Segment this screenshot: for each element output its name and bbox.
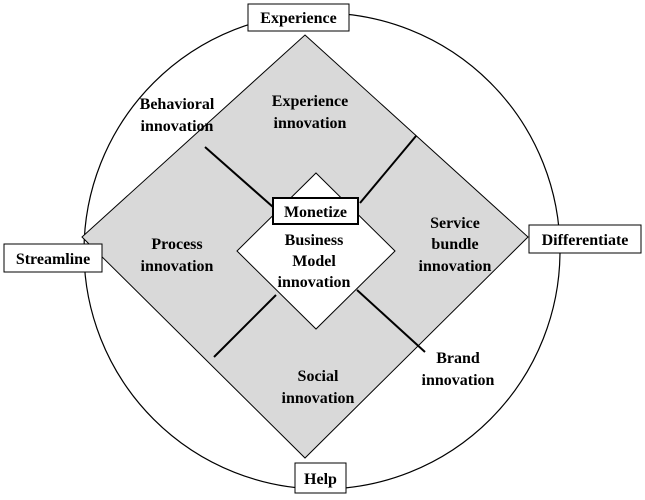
quadrant-left-line-2: innovation <box>141 258 214 275</box>
quadrant-right-line-2: bundle <box>431 236 478 253</box>
behavioral-innovation-line-2: innovation <box>141 118 214 135</box>
monetize-box <box>272 197 359 225</box>
quadrant-top-line-1: Experience <box>272 93 348 110</box>
differentiate-label: Differentiate <box>542 232 629 249</box>
brand-innovation-line-1: Brand <box>436 350 480 367</box>
divider-bottom-right <box>356 289 426 353</box>
divider-top-right <box>359 135 417 204</box>
help-box <box>294 462 347 494</box>
brand-innovation-line-2: innovation <box>422 372 495 389</box>
quadrant-top-line-2: innovation <box>274 115 347 132</box>
monetize-label: Monetize <box>284 204 347 221</box>
quadrant-right-line-3: innovation <box>419 258 492 275</box>
center-line-2: Model <box>292 253 336 270</box>
behavioral-innovation-line-1: Behavioral <box>140 96 215 113</box>
differentiate-box <box>528 224 642 254</box>
quadrant-right-line-1: Service <box>430 215 480 232</box>
experience-label: Experience <box>260 10 336 27</box>
streamline-box <box>3 243 103 273</box>
help-label: Help <box>304 471 337 488</box>
quadrant-bottom-line-2: innovation <box>282 390 355 407</box>
streamline-label: Streamline <box>16 251 90 268</box>
quadrant-bottom-line-1: Social <box>298 368 339 385</box>
divider-top-left <box>204 146 274 208</box>
center-line-3: innovation <box>278 274 351 291</box>
divider-bottom-left <box>213 294 277 358</box>
quadrant-left-line-1: Process <box>151 236 202 253</box>
center-line-1: Business <box>285 232 344 249</box>
experience-box <box>247 3 350 32</box>
